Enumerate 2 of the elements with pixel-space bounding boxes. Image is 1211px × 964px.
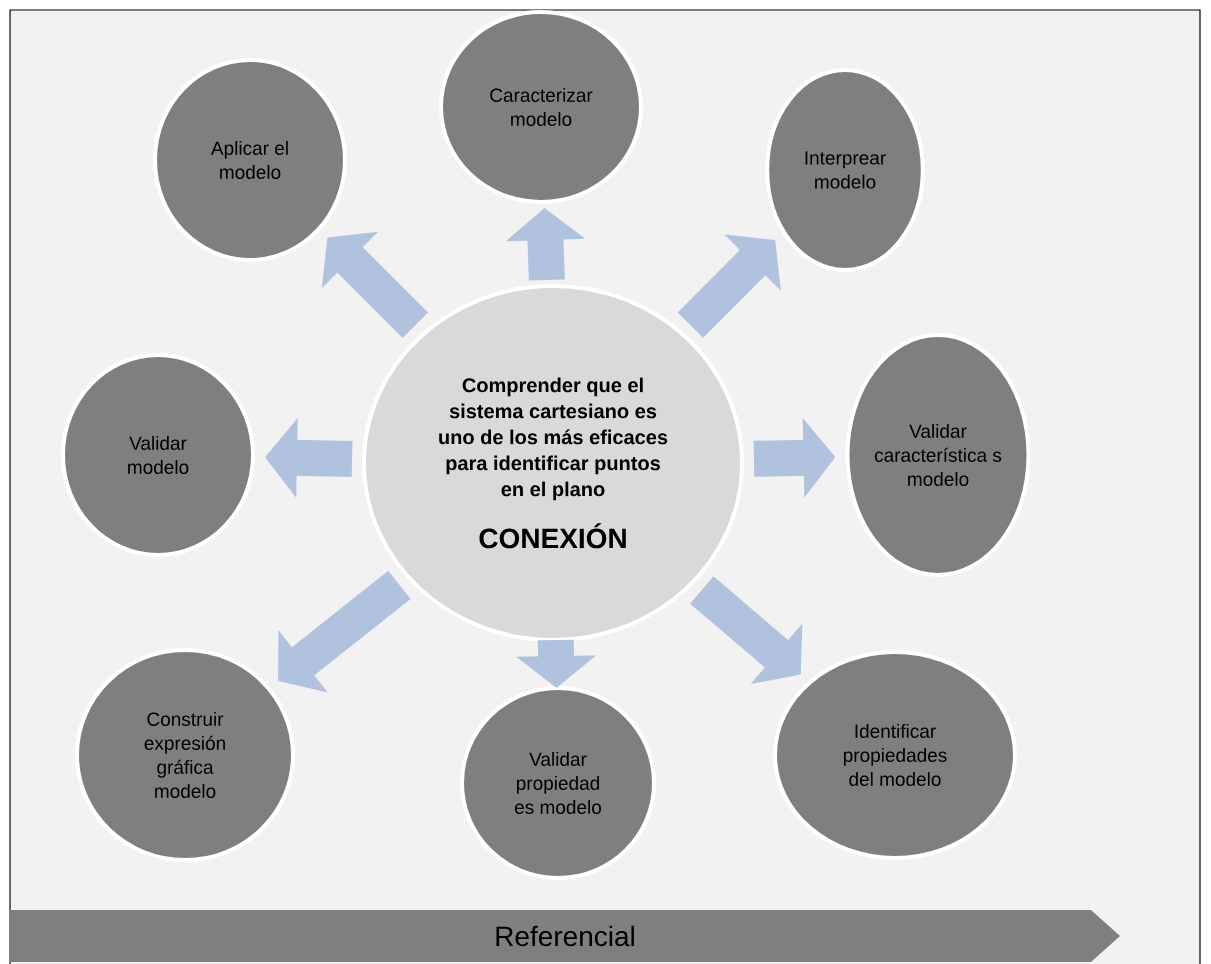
arrow-band: Referencial [9, 910, 1120, 962]
block-arrow [278, 570, 411, 693]
